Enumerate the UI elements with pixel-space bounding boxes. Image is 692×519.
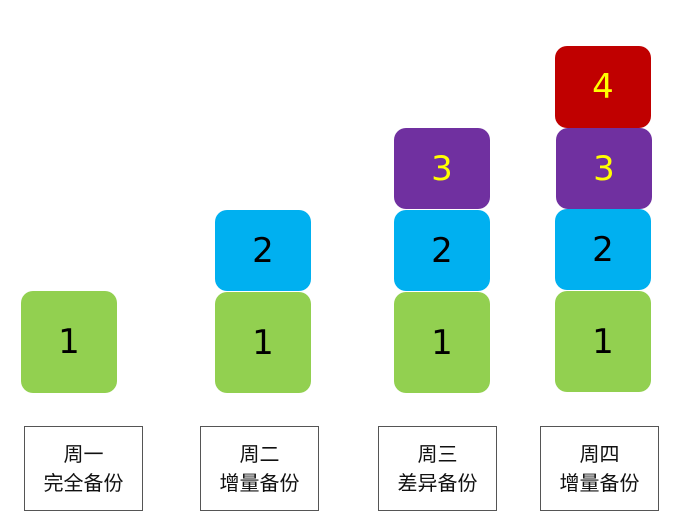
block-4: 4	[555, 46, 651, 128]
backup-type-label: 增量备份	[219, 470, 300, 495]
block-3: 3	[394, 128, 490, 209]
backup-type-label: 差异备份	[397, 470, 478, 495]
label-wednesday: 周三 差异备份	[378, 426, 497, 511]
backup-type-label: 增量备份	[559, 470, 640, 495]
day-label: 周二	[239, 441, 280, 466]
block-1: 1	[555, 291, 651, 392]
label-thursday: 周四 增量备份	[540, 426, 659, 511]
block-1: 1	[21, 291, 117, 393]
label-monday: 周一 完全备份	[24, 426, 143, 511]
day-label: 周三	[417, 441, 458, 466]
block-1: 1	[394, 292, 490, 393]
backup-type-label: 完全备份	[43, 470, 124, 495]
label-tuesday: 周二 增量备份	[200, 426, 319, 511]
block-2: 2	[215, 210, 311, 291]
day-label: 周一	[63, 441, 104, 466]
block-2: 2	[555, 209, 651, 290]
block-2: 2	[394, 210, 490, 291]
day-label: 周四	[579, 441, 620, 466]
block-3: 3	[556, 128, 652, 209]
block-1: 1	[215, 292, 311, 393]
